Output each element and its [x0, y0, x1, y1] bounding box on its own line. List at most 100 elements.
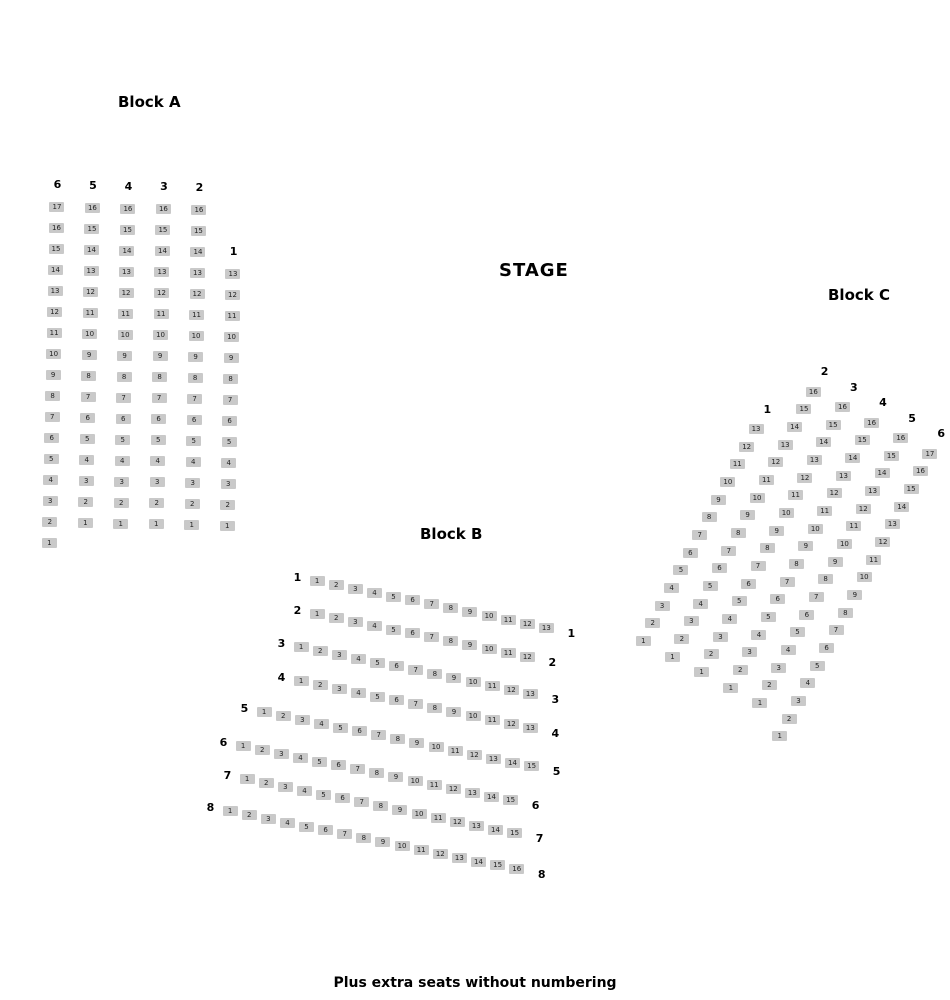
seat[interactable]: 1 — [222, 805, 238, 816]
seat[interactable]: 12 — [797, 472, 813, 483]
seat[interactable]: 3 — [742, 647, 758, 658]
seat[interactable]: 10 — [481, 610, 497, 621]
seat[interactable]: 2 — [703, 649, 719, 660]
seat[interactable]: 6 — [318, 825, 334, 836]
seat[interactable]: 7 — [424, 599, 440, 610]
seat[interactable]: 6 — [331, 760, 347, 771]
seat[interactable]: 16 — [864, 417, 880, 428]
seat[interactable]: 11 — [484, 714, 500, 725]
seat[interactable]: 14 — [505, 757, 520, 768]
seat[interactable]: 1 — [219, 520, 235, 531]
seat[interactable]: 12 — [189, 289, 205, 300]
seat[interactable]: 9 — [188, 352, 204, 363]
seat[interactable]: 5 — [312, 756, 328, 767]
seat[interactable]: 6 — [335, 793, 351, 804]
seat[interactable]: 2 — [312, 645, 328, 656]
seat[interactable]: 12 — [855, 503, 871, 514]
seat[interactable]: 4 — [292, 752, 308, 763]
seat[interactable]: 5 — [299, 821, 315, 832]
seat[interactable]: 10 — [224, 331, 240, 342]
seat[interactable]: 10 — [428, 741, 444, 752]
seat[interactable]: 7 — [151, 393, 167, 404]
seat[interactable]: 1 — [256, 706, 272, 717]
seat[interactable]: 4 — [350, 687, 366, 698]
seat[interactable]: 10 — [82, 328, 98, 339]
seat[interactable]: 15 — [903, 483, 919, 494]
seat[interactable]: 9 — [711, 494, 726, 505]
seat[interactable]: 13 — [451, 852, 467, 863]
seat[interactable]: 3 — [331, 649, 347, 660]
seat[interactable]: 7 — [350, 764, 366, 775]
seat[interactable]: 13 — [83, 265, 99, 276]
seat[interactable]: 11 — [46, 327, 62, 338]
seat[interactable]: 11 — [426, 779, 442, 790]
seat[interactable]: 6 — [222, 415, 238, 426]
seat[interactable]: 13 — [464, 787, 480, 798]
seat[interactable]: 5 — [673, 565, 689, 576]
seat[interactable]: 1 — [772, 731, 788, 742]
seat[interactable]: 6 — [80, 412, 96, 423]
seat[interactable]: 5 — [316, 789, 332, 800]
seat[interactable]: 12 — [826, 488, 842, 499]
seat[interactable]: 7 — [187, 394, 203, 405]
seat[interactable]: 1 — [184, 520, 200, 531]
seat[interactable]: 17 — [922, 448, 938, 459]
seat[interactable]: 5 — [386, 624, 402, 635]
seat[interactable]: 16 — [893, 433, 909, 444]
seat[interactable]: 8 — [427, 703, 443, 714]
seat[interactable]: 9 — [152, 351, 168, 362]
seat[interactable]: 5 — [186, 436, 202, 447]
seat[interactable]: 4 — [114, 455, 130, 466]
seat[interactable]: 4 — [296, 785, 312, 796]
seat[interactable]: 11 — [82, 307, 98, 318]
seat[interactable]: 8 — [443, 636, 459, 647]
seat[interactable]: 11 — [846, 521, 862, 532]
seat[interactable]: 14 — [48, 264, 64, 275]
seat[interactable]: 7 — [337, 829, 353, 840]
seat[interactable]: 9 — [462, 607, 478, 618]
seat[interactable]: 14 — [471, 856, 486, 867]
seat[interactable]: 15 — [507, 828, 523, 839]
seat[interactable]: 10 — [836, 539, 852, 550]
seat[interactable]: 2 — [258, 777, 274, 788]
seat[interactable]: 12 — [466, 749, 482, 760]
seat[interactable]: 11 — [500, 647, 516, 658]
seat[interactable]: 1 — [41, 537, 57, 548]
seat[interactable]: 8 — [818, 574, 834, 585]
seat[interactable]: 2 — [645, 618, 661, 629]
seat[interactable]: 9 — [409, 738, 425, 749]
seat[interactable]: 8 — [369, 768, 385, 779]
seat[interactable]: 2 — [241, 809, 257, 820]
seat[interactable]: 9 — [81, 349, 97, 360]
seat[interactable]: 3 — [260, 813, 276, 824]
seat[interactable]: 7 — [408, 699, 424, 710]
seat[interactable]: 4 — [366, 587, 382, 598]
seat[interactable]: 3 — [42, 495, 58, 506]
seat[interactable]: 14 — [83, 244, 99, 255]
seat[interactable]: 12 — [47, 306, 63, 317]
seat[interactable]: 10 — [465, 676, 481, 687]
seat[interactable]: 8 — [390, 734, 406, 745]
seat[interactable]: 11 — [866, 554, 882, 565]
seat[interactable]: 13 — [47, 285, 63, 296]
seat[interactable]: 5 — [809, 660, 825, 671]
seat[interactable]: 3 — [273, 748, 289, 759]
seat[interactable]: 17 — [49, 201, 65, 212]
seat[interactable]: 6 — [389, 661, 405, 672]
seat[interactable]: 4 — [350, 653, 366, 664]
seat[interactable]: 1 — [309, 608, 325, 619]
seat[interactable]: 5 — [789, 627, 805, 638]
seat[interactable]: 9 — [827, 556, 843, 567]
seat[interactable]: 9 — [740, 510, 756, 521]
seat[interactable]: 11 — [189, 310, 205, 321]
seat[interactable]: 6 — [151, 414, 167, 425]
seat[interactable]: 14 — [488, 824, 503, 835]
seat[interactable]: 14 — [894, 501, 910, 512]
seat[interactable]: 7 — [424, 632, 440, 643]
seat[interactable]: 15 — [796, 404, 812, 415]
seat[interactable]: 9 — [223, 352, 239, 363]
seat[interactable]: 9 — [117, 350, 133, 361]
seat[interactable]: 14 — [119, 245, 135, 256]
seat[interactable]: 10 — [394, 840, 410, 851]
seat[interactable]: 11 — [413, 844, 429, 855]
